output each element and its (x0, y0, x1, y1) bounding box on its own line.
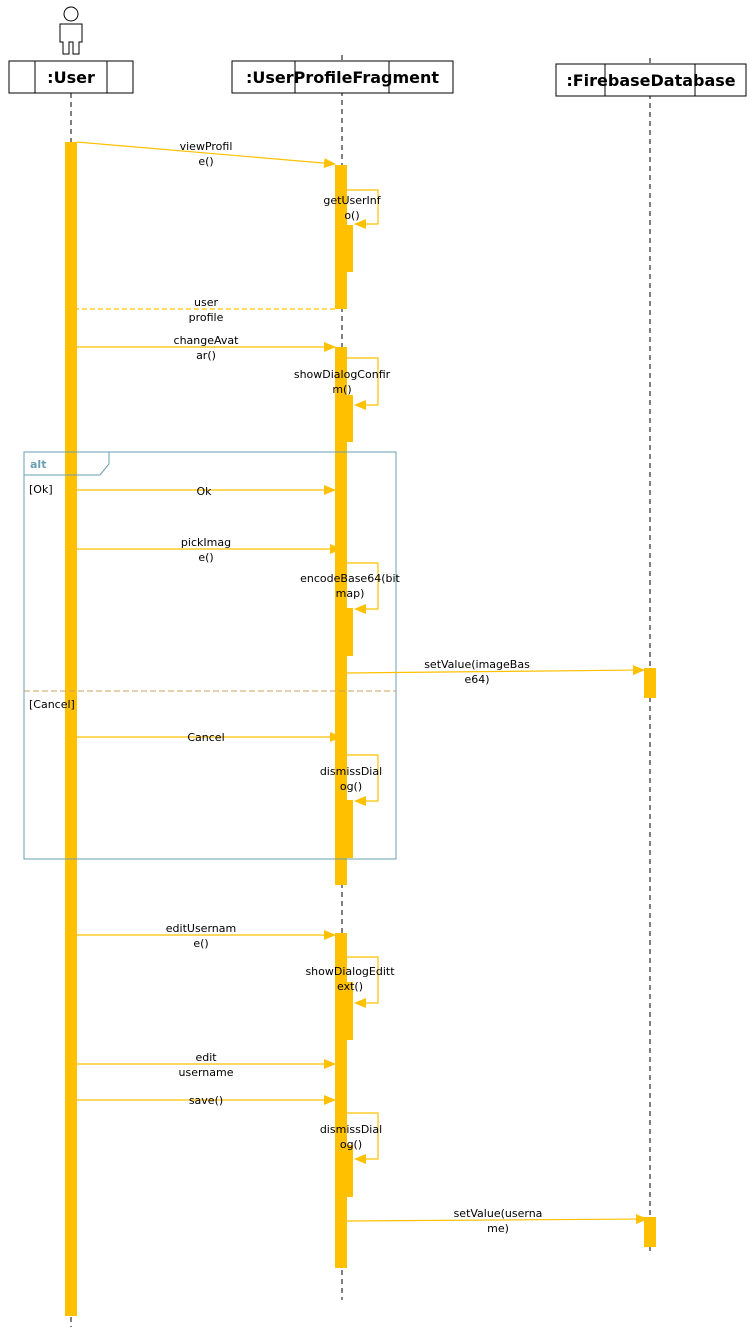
message-label: og() (340, 780, 362, 793)
message-arrow (346, 665, 645, 676)
message-label: viewProfil (180, 140, 233, 153)
message-label: editUsernam (166, 922, 236, 935)
message-arrow (347, 357, 379, 410)
message-label: e() (198, 551, 213, 564)
activation-bar-user (65, 142, 77, 1316)
activation-bar-upf (341, 982, 353, 1040)
participant-label: :UserProfileFragment (246, 68, 439, 87)
message-label: og() (340, 1138, 362, 1151)
message-m11: dismissDial og() (320, 754, 382, 806)
participant-box-inner (294, 60, 390, 94)
message-m2: getUserInf o() (323, 189, 382, 229)
message-label: map) (336, 587, 365, 600)
message-label: encodeBase64(bit (300, 572, 400, 585)
message-label: username (179, 1066, 234, 1079)
message-arrow (346, 1214, 648, 1225)
message-m15: save() (77, 1094, 336, 1107)
message-m16: dismissDial og() (320, 1112, 382, 1164)
message-label: showDialogConfir (294, 368, 391, 381)
message-label: changeAvat (174, 334, 240, 347)
actor-icon (59, 6, 83, 55)
participant-label: :User (47, 68, 95, 87)
activation-bar-fdb (644, 1217, 656, 1247)
message-label: Cancel (187, 731, 224, 744)
message-m6: Ok (77, 485, 336, 498)
participant-box-inner (604, 63, 696, 97)
message-m14: edit username (77, 1051, 336, 1079)
message-label: profile (189, 311, 224, 324)
message-label: e() (193, 937, 208, 950)
activation-bar-upf (341, 608, 353, 656)
message-m9: setValue(imageBas e64) (346, 658, 645, 686)
activation-bar-upf (341, 800, 353, 858)
message-m4: changeAvat ar() (77, 334, 336, 362)
message-arrow (76, 141, 336, 169)
message-label: showDialogEditt (305, 965, 395, 978)
message-arrow (347, 754, 379, 806)
message-label: user (194, 296, 218, 309)
message-label: dismissDial (320, 765, 382, 778)
message-label: ext() (337, 980, 363, 993)
fragment-frame (23, 451, 397, 860)
message-m1: viewProfil e() (76, 140, 336, 169)
message-label: o() (344, 209, 359, 222)
message-label: pickImag (181, 536, 231, 549)
message-arrow (347, 189, 379, 229)
message-label: getUserInf (323, 194, 381, 207)
message-m7: pickImag e() (77, 536, 342, 564)
message-m12: editUsernam e() (77, 922, 336, 950)
activation-bar-upf (341, 225, 353, 272)
message-label: save() (189, 1094, 223, 1107)
message-arrow (347, 956, 379, 1008)
participant-user: :User (8, 6, 134, 94)
message-label: ar() (196, 349, 216, 362)
message-m8: encodeBase64(bit map) (300, 562, 401, 614)
message-label: setValue(userna (454, 1207, 543, 1220)
alt-fragment: alt [Ok] [Cancel] (23, 451, 397, 860)
message-label: e64) (464, 673, 489, 686)
fragment-guard-ok: [Ok] (29, 483, 53, 496)
fragment-operator: alt (30, 458, 46, 471)
activation-bar-fdb (644, 668, 656, 698)
message-m3: user profile (77, 296, 335, 324)
message-label: dismissDial (320, 1123, 382, 1136)
message-label: edit (195, 1051, 217, 1064)
participant-label: :FirebaseDatabase (566, 71, 735, 90)
fragment-tab (24, 451, 110, 476)
message-m13: showDialogEditt ext() (305, 956, 395, 1008)
message-label: m() (332, 383, 351, 396)
activation-bar-upf (341, 395, 353, 442)
participant-box (231, 60, 454, 94)
message-label: me) (487, 1222, 509, 1235)
participant-upf: :UserProfileFragment (231, 60, 454, 94)
message-label: setValue(imageBas (424, 658, 530, 671)
message-label: Ok (196, 485, 212, 498)
message-m17: setValue(userna me) (346, 1207, 648, 1235)
fragment-guard-cancel: [Cancel] (29, 698, 75, 711)
message-arrow (347, 1112, 379, 1164)
message-label: e() (198, 155, 213, 168)
participant-box-inner (34, 60, 108, 94)
message-m10: Cancel (77, 731, 342, 744)
activation-bar-upf (341, 1145, 353, 1197)
message-arrow (347, 562, 379, 614)
message-m5: showDialogConfir m() (294, 357, 391, 410)
participant-fdb: :FirebaseDatabase (555, 63, 747, 97)
